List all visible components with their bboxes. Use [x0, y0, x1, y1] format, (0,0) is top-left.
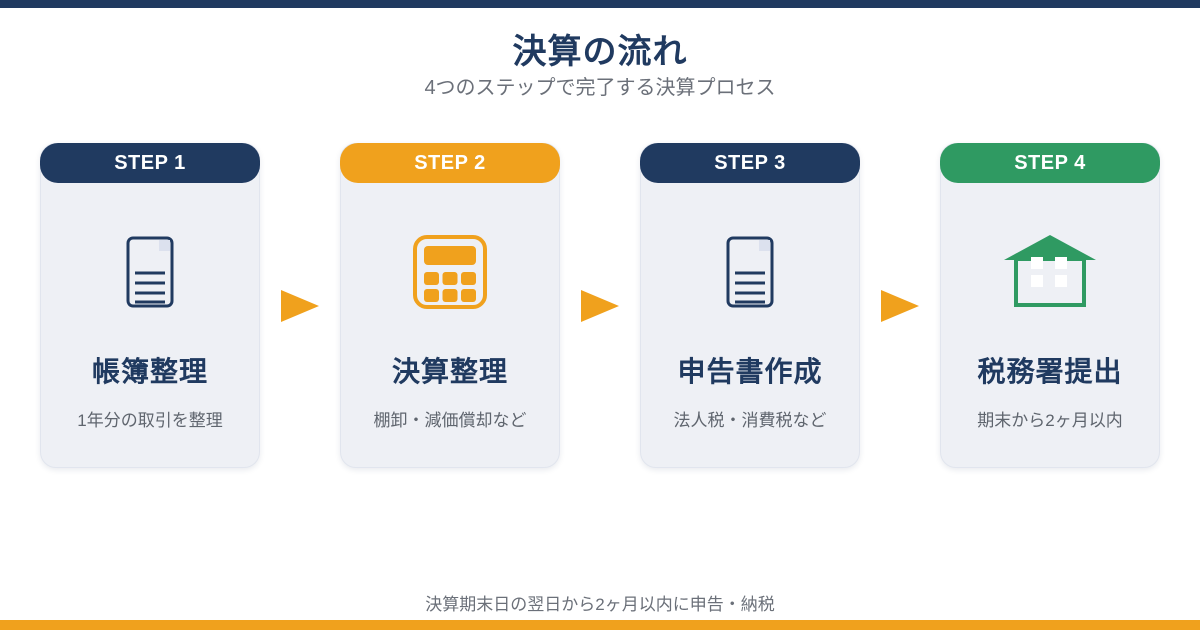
step-4-label: STEP 4 — [1014, 151, 1086, 174]
flow-arrow-icon — [881, 289, 919, 322]
step-card-4: STEP 4 税務署提出 期末から2ヶ月以内 — [940, 143, 1160, 468]
step-3-title: 申告書作成 — [677, 356, 823, 387]
document-icon — [726, 234, 774, 310]
steps-row: STEP 1 帳簿整理 1年分の取引を整理 — [40, 143, 1160, 468]
step-4-title: 税務署提出 — [977, 356, 1123, 387]
building-icon — [1004, 234, 1096, 310]
step-3-label: STEP 3 — [714, 151, 786, 174]
step-3-header: STEP 3 — [640, 143, 860, 183]
step-3-caption: 法人税・消費税など — [673, 411, 827, 430]
page-subtitle: 4つのステップで完了する決算プロセス — [424, 77, 776, 99]
top-accent-bar — [0, 0, 1200, 8]
step-card-2: STEP 2 決算整理 棚卸・減価償却など — [340, 143, 560, 468]
arrow-zone — [560, 143, 640, 468]
step-1-caption: 1年分の取引を整理 — [77, 411, 223, 430]
arrow-zone — [260, 143, 340, 468]
step-4-caption: 期末から2ヶ月以内 — [977, 411, 1123, 430]
step-2-header: STEP 2 — [340, 143, 560, 183]
document-icon — [126, 234, 174, 310]
step-1-header: STEP 1 — [40, 143, 260, 183]
step-2-label: STEP 2 — [414, 151, 486, 174]
flow-arrow-icon — [281, 289, 319, 322]
footer-note: 決算期末日の翌日から2ヶ月以内に申告・納税 — [425, 595, 775, 614]
step-1-label: STEP 1 — [114, 151, 186, 174]
bottom-accent-bar — [0, 620, 1200, 630]
step-2-title: 決算整理 — [391, 356, 508, 387]
calculator-icon — [413, 234, 487, 310]
arrow-zone — [860, 143, 940, 468]
flow-arrow-icon — [581, 289, 619, 322]
step-card-1: STEP 1 帳簿整理 1年分の取引を整理 — [40, 143, 260, 468]
step-card-3: STEP 3 申告書作成 法人税・消費税など — [640, 143, 860, 468]
page-title: 決算の流れ — [512, 33, 688, 71]
step-4-header: STEP 4 — [940, 143, 1160, 183]
step-2-caption: 棚卸・減価償却など — [373, 411, 527, 430]
step-1-title: 帳簿整理 — [91, 356, 208, 387]
